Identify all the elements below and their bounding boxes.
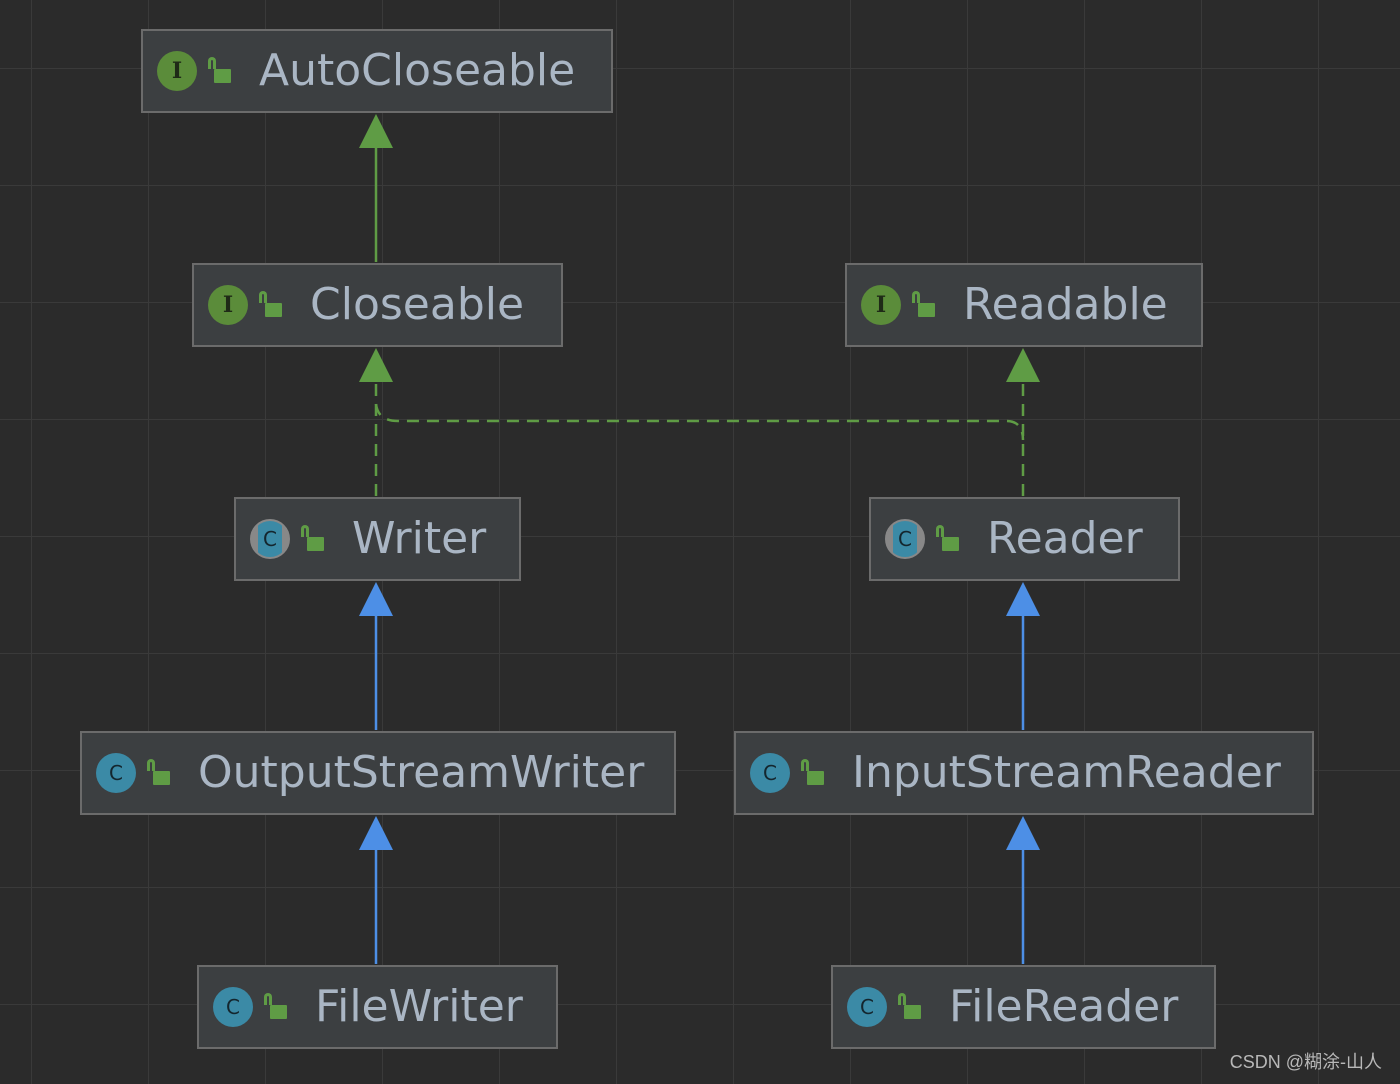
unlocked-padlock-icon	[258, 291, 284, 319]
node-label: FileReader	[949, 981, 1179, 1032]
node-inputstreamreader[interactable]: C InputStreamReader	[734, 731, 1314, 815]
node-label: OutputStreamWriter	[198, 747, 645, 798]
class-badge-icon: C	[213, 987, 253, 1027]
arrowhead-inputstreamreader	[1006, 816, 1040, 850]
unlocked-padlock-icon	[207, 57, 233, 85]
unlocked-padlock-icon	[911, 291, 937, 319]
node-label: AutoCloseable	[259, 45, 576, 96]
node-label: Writer	[352, 513, 487, 564]
class-badge-icon: C	[96, 753, 136, 793]
interface-badge-icon: I	[157, 51, 197, 91]
edge-reader-to-closeable	[374, 403, 1025, 441]
unlocked-padlock-icon	[263, 993, 289, 1021]
unlocked-padlock-icon	[146, 759, 172, 787]
unlocked-padlock-icon	[897, 993, 923, 1021]
node-reader[interactable]: C Reader	[869, 497, 1180, 581]
watermark: CSDN @糊涂-山人	[1229, 1052, 1382, 1072]
node-autocloseable[interactable]: I AutoCloseable	[141, 29, 613, 113]
class-badge-icon: C	[847, 987, 887, 1027]
interface-badge-icon: I	[861, 285, 901, 325]
node-outputstreamwriter[interactable]: C OutputStreamWriter	[80, 731, 676, 815]
node-closeable[interactable]: I Closeable	[192, 263, 563, 347]
node-label: FileWriter	[315, 981, 523, 1032]
arrowhead-reader	[1006, 582, 1040, 616]
arrowhead-closeable	[359, 348, 393, 382]
node-label: InputStreamReader	[852, 747, 1281, 798]
abstract-class-badge-icon: C	[250, 519, 290, 559]
node-filewriter[interactable]: C FileWriter	[197, 965, 558, 1049]
unlocked-padlock-icon	[935, 525, 961, 553]
arrowhead-outputstreamwriter	[359, 816, 393, 850]
interface-badge-icon: I	[208, 285, 248, 325]
node-label: Closeable	[310, 279, 525, 330]
node-filereader[interactable]: C FileReader	[831, 965, 1216, 1049]
node-writer[interactable]: C Writer	[234, 497, 521, 581]
arrowhead-autocloseable	[359, 114, 393, 148]
class-badge-icon: C	[750, 753, 790, 793]
unlocked-padlock-icon	[800, 759, 826, 787]
node-readable[interactable]: I Readable	[845, 263, 1203, 347]
abstract-class-badge-icon: C	[885, 519, 925, 559]
arrowhead-readable	[1006, 348, 1040, 382]
arrowhead-writer	[359, 582, 393, 616]
node-label: Readable	[963, 279, 1168, 330]
node-label: Reader	[987, 513, 1143, 564]
unlocked-padlock-icon	[300, 525, 326, 553]
